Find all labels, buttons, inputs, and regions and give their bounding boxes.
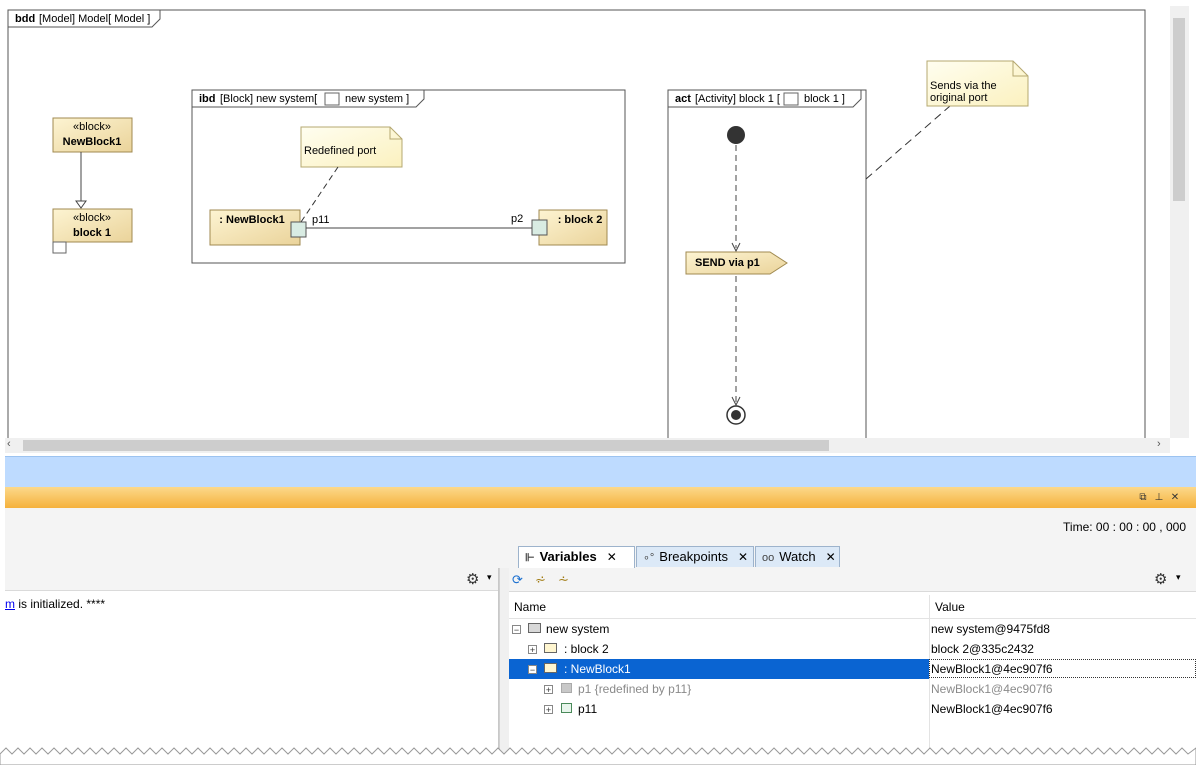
part-name: : NewBlock1 (219, 214, 284, 226)
expand-icon[interactable]: + (528, 645, 537, 654)
gear-icon[interactable]: ⚙ (466, 570, 479, 588)
block-stereotype: «block» (73, 212, 111, 224)
block-name: block 1 (73, 227, 111, 239)
row-value: block 2@335c2432 (931, 639, 1034, 659)
send-action-label: SEND via p1 (695, 257, 760, 269)
port-label: p2 (511, 213, 523, 225)
part-icon (544, 643, 557, 653)
send-signal-action[interactable]: SEND via p1 (686, 252, 787, 274)
console-output: m is initialized. **** (5, 597, 105, 611)
system-icon (528, 623, 541, 633)
column-header-value[interactable]: Value (935, 600, 965, 614)
row-name: : block 2 (564, 639, 609, 659)
expand-icon[interactable]: + (544, 705, 553, 714)
close-icon[interactable]: ✕ (607, 550, 617, 564)
port-icon (561, 683, 572, 693)
block-newblock1[interactable]: «block» NewBlock1 (53, 118, 132, 152)
breakpoints-icon: ∘° (643, 552, 654, 564)
tab-variables[interactable]: ⊩ Variables ✕ (518, 546, 635, 568)
act-frame-title: [Activity] block 1 [ (695, 93, 780, 105)
ibd-frame-title: [Block] new system[ (220, 93, 317, 105)
row-name: p1 {redefined by p11} (578, 679, 691, 699)
scroll-left-icon[interactable]: ‹ (7, 438, 11, 450)
row-value: NewBlock1@4ec907f6 (931, 699, 1053, 719)
tab-label: Watch (779, 549, 815, 564)
table-row[interactable] (509, 699, 1196, 719)
row-value: new system@9475fd8 (931, 619, 1050, 639)
chevron-down-icon[interactable]: ▾ (1176, 572, 1181, 583)
collapse-all-icon[interactable]: ⩪ (558, 572, 569, 588)
collapse-icon[interactable]: − (528, 665, 537, 674)
diagram-vertical-scrollbar[interactable] (1170, 6, 1189, 438)
diagram-canvas[interactable]: bdd [Model] Model[ Model ] «block» NewBl… (0, 0, 1196, 438)
bdd-frame-kind: bdd (15, 13, 35, 25)
scroll-right-icon[interactable]: › (1157, 438, 1161, 450)
variables-icon: ⊩ (525, 552, 535, 564)
scrollbar-thumb[interactable] (23, 440, 829, 451)
part-icon (544, 663, 557, 673)
tab-watch[interactable]: oo Watch ✕ (755, 546, 840, 567)
collapse-icon[interactable]: − (512, 625, 521, 634)
gear-icon[interactable]: ⚙ (1154, 570, 1167, 588)
note-text-line2: original port (930, 92, 987, 104)
port-icon (561, 703, 572, 713)
part-block2[interactable]: : block 2 (539, 210, 607, 245)
ibd-diagram-icon (325, 93, 339, 105)
pin-icon[interactable]: ⊥ (1153, 492, 1165, 504)
console-toolbar: ⚙ ▾ (5, 568, 498, 591)
expand-icon[interactable]: + (544, 685, 553, 694)
panel-title-bar (5, 487, 1196, 508)
simulation-time: Time: 00 : 00 : 00 , 000 (1063, 520, 1186, 534)
watch-icon: oo (762, 552, 774, 564)
bdd-frame-title: [Model] Model[ Model ] (39, 13, 150, 25)
port-p2[interactable] (532, 220, 547, 235)
act-frame-kind: act (675, 93, 691, 105)
table-row[interactable] (509, 639, 1196, 659)
note-sends-via-original-port[interactable]: Sends via the original port (927, 61, 1028, 106)
part-name: : block 2 (558, 214, 603, 226)
note-text-line1: Sends via the (930, 80, 997, 92)
row-name: p11 (578, 699, 597, 719)
tab-label: Breakpoints (659, 549, 728, 564)
variables-toolbar: ⚙ ▾ (509, 568, 1196, 592)
initial-node[interactable] (727, 126, 745, 144)
tab-label: Variables (540, 549, 597, 564)
activity-diagram-icon (784, 93, 798, 105)
port-label: p11 (312, 214, 330, 226)
activity-diagram-icon (53, 242, 66, 253)
note-redefined-port[interactable]: Redefined port (301, 127, 402, 167)
row-name: new system (546, 619, 609, 639)
row-name: : NewBlock1 (564, 659, 631, 679)
close-icon[interactable]: ✕ (738, 550, 748, 564)
diagram-svg[interactable]: bdd [Model] Model[ Model ] «block» NewBl… (0, 0, 1170, 438)
chevron-down-icon[interactable]: ▾ (487, 572, 492, 583)
table-row[interactable] (509, 619, 1196, 639)
expand-all-icon[interactable]: ⩫ (535, 572, 546, 588)
tab-breakpoints[interactable]: ∘° Breakpoints ✕ (636, 546, 754, 567)
console-text: is initialized. **** (15, 597, 105, 611)
close-panel-icon[interactable]: ✕ (1169, 492, 1181, 504)
block-stereotype: «block» (73, 121, 111, 133)
act-frame-title-name: block 1 ] (804, 93, 845, 105)
torn-edge (0, 746, 1196, 765)
refresh-icon[interactable]: ⟳ (512, 572, 523, 588)
diagram-status-band (5, 456, 1196, 487)
console-link[interactable]: m (5, 597, 15, 611)
port-p11[interactable] (291, 222, 306, 237)
part-newblock1[interactable]: : NewBlock1 (210, 210, 300, 245)
diagram-horizontal-scrollbar[interactable]: ‹ › (5, 438, 1170, 453)
column-header-name[interactable]: Name (514, 600, 546, 614)
block-name: NewBlock1 (63, 136, 122, 148)
ibd-frame-title-name: new system ] (345, 93, 409, 105)
row-value: NewBlock1@4ec907f6 (931, 679, 1053, 699)
table-header (509, 595, 1196, 619)
scrollbar-thumb[interactable] (1173, 18, 1185, 201)
row-value: NewBlock1@4ec907f6 (931, 659, 1053, 679)
note-text: Redefined port (304, 145, 376, 157)
close-icon[interactable]: ✕ (826, 550, 836, 564)
simulation-toolbar (5, 508, 1196, 546)
restore-icon[interactable]: ⧉ (1137, 492, 1149, 504)
ibd-frame-kind: ibd (199, 93, 216, 105)
